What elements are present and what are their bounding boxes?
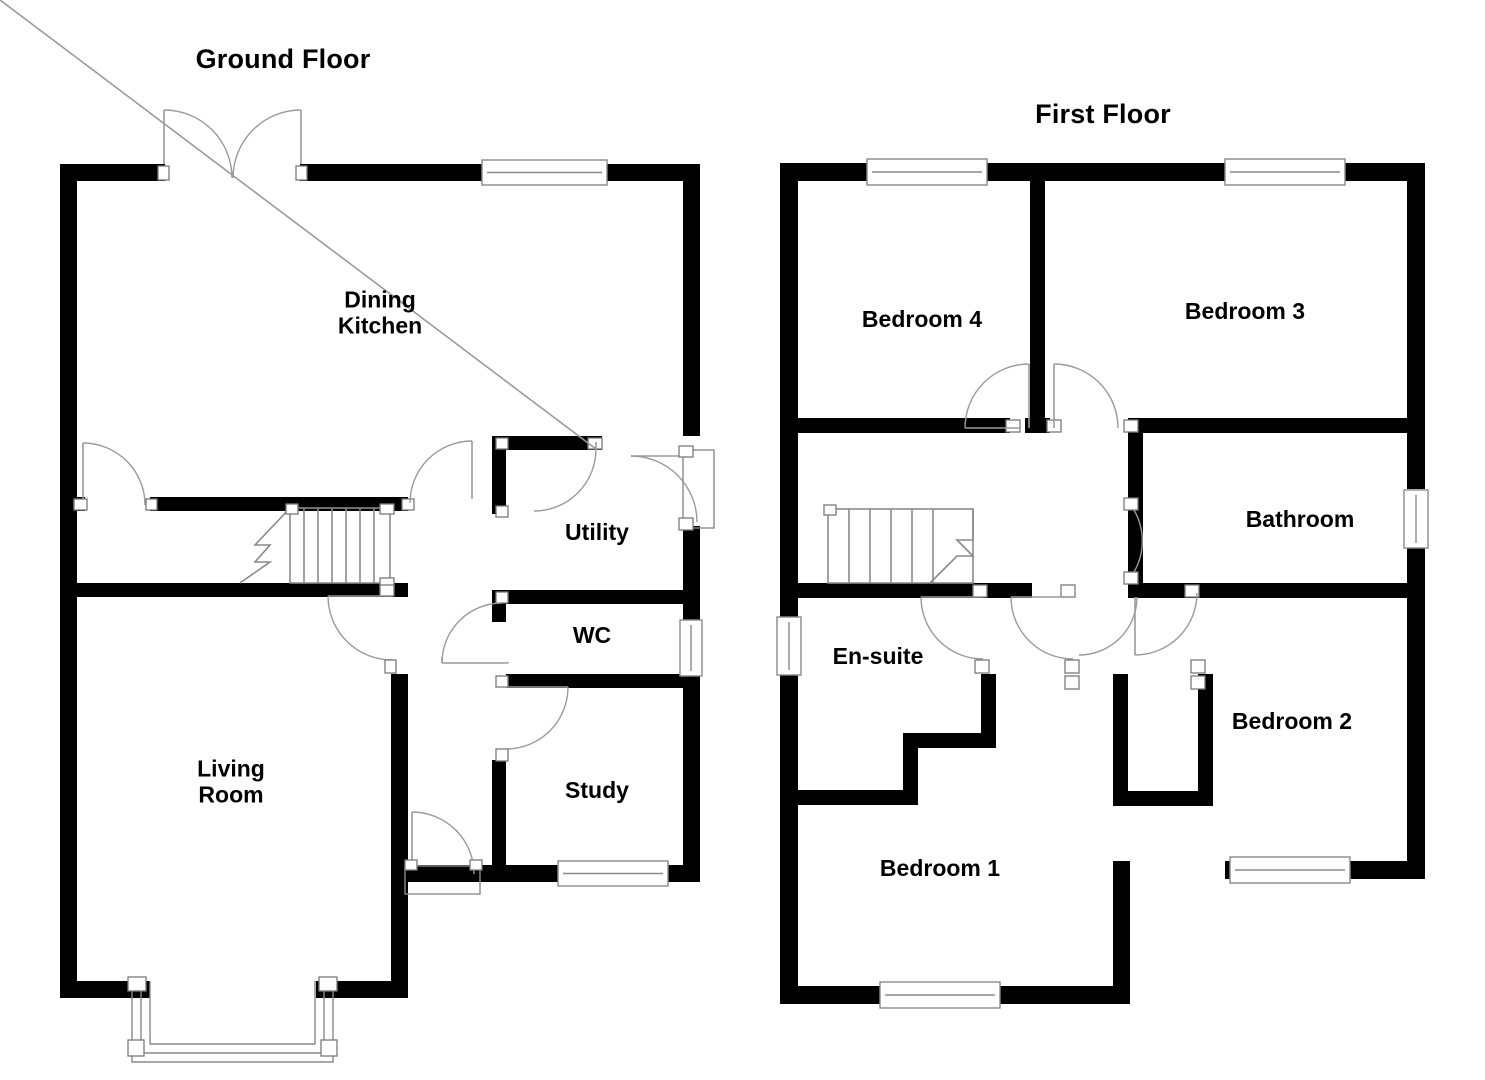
room-label-bedroom-3: Bedroom 3 (1184, 298, 1306, 325)
ground-floor-drawing (0, 0, 715, 1063)
utility-door[interactable] (0, 0, 603, 518)
bedroom-3-door[interactable] (1046, 363, 1139, 433)
ground-floor-title: Ground Floor (195, 44, 371, 74)
landing-inner-door[interactable] (1078, 596, 1138, 656)
bedroom-1-door[interactable] (1010, 584, 1080, 690)
kitchen-hall-door-right[interactable] (401, 440, 473, 511)
first-floor-drawing (776, 158, 1429, 1009)
bedroom-4-door[interactable] (964, 363, 1030, 433)
first-internal-walls (780, 181, 1425, 806)
bedroom-2-door[interactable] (1134, 511, 1206, 690)
kitchen-french-doors[interactable] (157, 109, 308, 181)
room-label-dining-kitchen: Dining Kitchen (337, 286, 423, 338)
first-floor-title: First Floor (1035, 99, 1171, 129)
utility-external-door[interactable] (630, 445, 715, 531)
kitchen-hall-door-left[interactable] (73, 442, 158, 511)
bathroom-door[interactable] (1123, 497, 1144, 585)
wc-door[interactable] (441, 591, 509, 664)
first-staircase (823, 504, 975, 584)
room-label-en-suite: En-suite (832, 643, 924, 670)
living-room-door[interactable] (327, 584, 397, 674)
living-room-bay-window (127, 976, 338, 1063)
front-door[interactable] (404, 811, 483, 895)
room-label-bedroom-4: Bedroom 4 (861, 306, 983, 333)
room-label-living-room: Living Room (197, 755, 265, 807)
room-label-study: Study (565, 777, 629, 804)
ground-staircase (239, 503, 395, 589)
room-label-bedroom-2: Bedroom 2 (1231, 708, 1353, 735)
en-suite-door[interactable] (920, 584, 990, 674)
room-label-utility: Utility (565, 519, 629, 546)
room-label-wc: WC (572, 622, 612, 649)
study-door[interactable] (495, 675, 569, 762)
ground-windows (481, 159, 703, 887)
room-label-bathroom: Bathroom (1245, 506, 1355, 533)
room-label-bedroom-1: Bedroom 1 (879, 855, 1001, 882)
first-windows (776, 158, 1429, 1009)
